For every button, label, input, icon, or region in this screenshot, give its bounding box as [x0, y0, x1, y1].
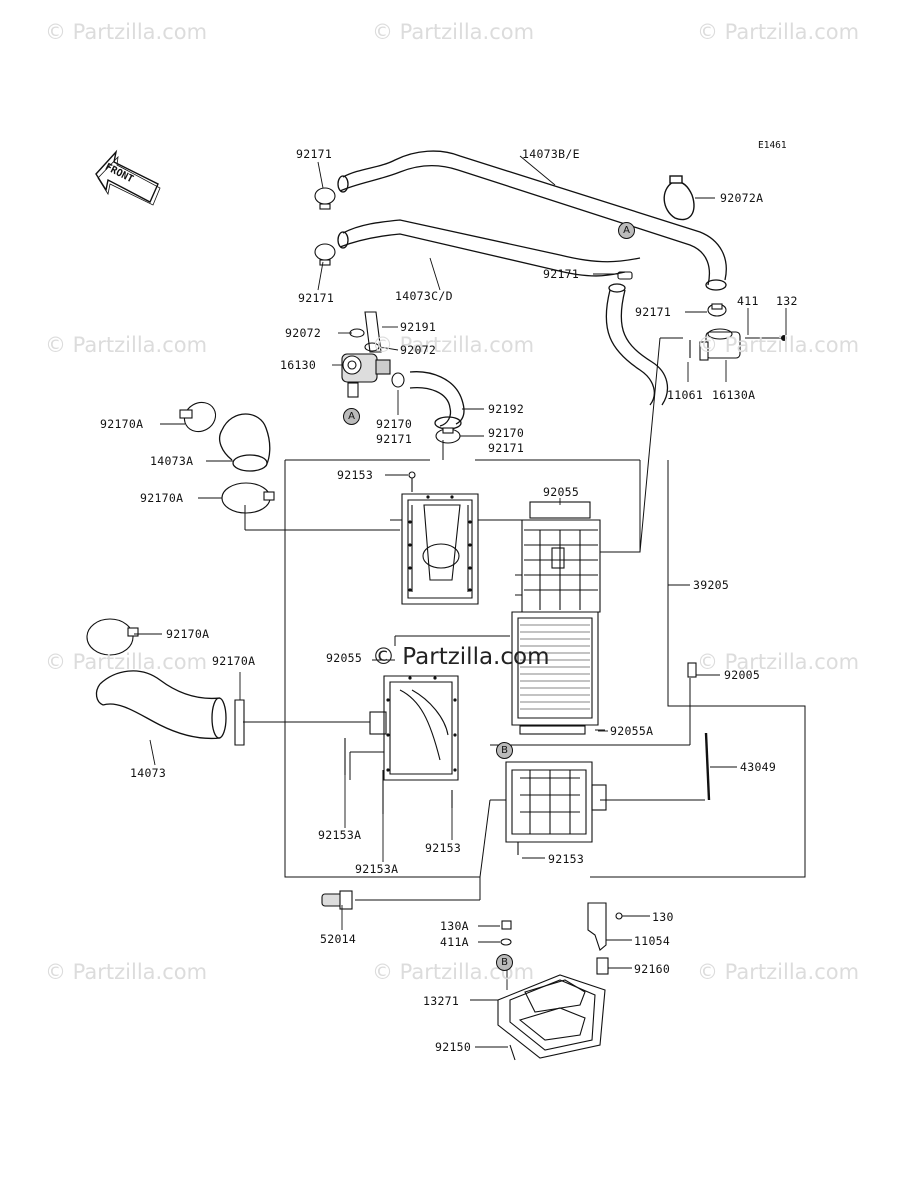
- callout-b-mid: B: [496, 742, 513, 759]
- clamp-92170: [435, 427, 461, 444]
- spacer-92160: [596, 957, 609, 975]
- watermark: © Partzilla.com: [697, 650, 860, 674]
- watermark: © Partzilla.com: [45, 20, 208, 44]
- valve-16130: [341, 311, 405, 398]
- part-label[interactable]: 92170A: [212, 654, 256, 668]
- part-label[interactable]: 13271: [423, 994, 460, 1008]
- part-label[interactable]: 92005: [724, 668, 761, 682]
- part-label[interactable]: 92160: [634, 962, 671, 976]
- part-label[interactable]: 14073B/E: [522, 147, 580, 161]
- rod-43049: [704, 732, 711, 801]
- plenum-lower: [344, 675, 459, 814]
- part-label[interactable]: 52014: [320, 932, 357, 946]
- part-label[interactable]: 92192: [488, 402, 525, 416]
- part-label[interactable]: 92072A: [720, 191, 764, 205]
- clamp-92170a-2: [221, 482, 275, 514]
- part-label[interactable]: 92153: [425, 841, 462, 855]
- part-label[interactable]: 92055A: [610, 724, 654, 738]
- fitting-92005: [687, 662, 697, 678]
- clamp-92171-small: [617, 271, 633, 280]
- part-label[interactable]: 92171: [296, 147, 333, 161]
- clamp-92170a-1: [179, 401, 217, 433]
- part-label[interactable]: 92191: [400, 320, 437, 334]
- part-label[interactable]: 11054: [634, 934, 671, 948]
- bolt-130a: [500, 920, 512, 946]
- clamp-92171-mid: [314, 243, 336, 266]
- part-label[interactable]: 92153: [548, 852, 585, 866]
- callout-a-left: A: [343, 408, 360, 425]
- part-label[interactable]: 92171: [488, 441, 525, 455]
- part-label[interactable]: 92150: [435, 1040, 472, 1054]
- watermark: © Partzilla.com: [697, 960, 860, 984]
- watermark: © Partzilla.com: [697, 333, 860, 357]
- diagram-code: E1461: [758, 140, 787, 151]
- bracket-13271: [497, 974, 606, 1061]
- gasket-92170a: [234, 699, 245, 746]
- part-label[interactable]: 411: [737, 294, 759, 308]
- watermark-center: © Partzilla.com: [372, 644, 550, 670]
- part-label[interactable]: 11061: [667, 388, 704, 402]
- part-label[interactable]: 92171: [298, 291, 335, 305]
- clamp-92170a-3: [86, 618, 139, 656]
- clamp-92171-right: [707, 303, 727, 317]
- intercooler-core: [511, 611, 599, 735]
- part-label[interactable]: 92171: [635, 305, 672, 319]
- part-label[interactable]: 16130A: [712, 388, 756, 402]
- watermark: © Partzilla.com: [372, 333, 535, 357]
- part-label[interactable]: 92171: [376, 432, 413, 446]
- watermark: © Partzilla.com: [45, 650, 208, 674]
- part-label[interactable]: 92055: [326, 651, 363, 665]
- leader-lines: [134, 155, 787, 1048]
- sensor-52014: [321, 890, 353, 910]
- callout-a-top: A: [618, 222, 635, 239]
- part-label[interactable]: 43049: [740, 760, 777, 774]
- hose-14073: [95, 670, 227, 740]
- part-label[interactable]: 92170: [376, 417, 413, 431]
- clamp-92171-top: [314, 187, 336, 210]
- part-label[interactable]: 92170A: [166, 627, 210, 641]
- part-label[interactable]: 130A: [440, 919, 469, 933]
- callout-b-bottom: B: [496, 954, 513, 971]
- part-label[interactable]: 92072: [285, 326, 322, 340]
- front-arrow-icon: [95, 149, 161, 206]
- part-label[interactable]: 14073: [130, 766, 167, 780]
- part-label[interactable]: 14073C/D: [395, 289, 453, 303]
- part-label[interactable]: 92153: [337, 468, 374, 482]
- elbow-14073a: [218, 413, 271, 472]
- part-label[interactable]: 92171: [543, 267, 580, 281]
- part-label[interactable]: 14073A: [150, 454, 194, 468]
- part-label[interactable]: 92153A: [355, 862, 399, 876]
- part-label[interactable]: 16130: [280, 358, 317, 372]
- intercooler-upper: [515, 501, 601, 613]
- plenum-top: [401, 471, 479, 605]
- watermark: © Partzilla.com: [372, 20, 535, 44]
- watermark: © Partzilla.com: [45, 960, 208, 984]
- watermark: © Partzilla.com: [45, 333, 208, 357]
- part-label[interactable]: 132: [776, 294, 798, 308]
- hose-14073cd: [337, 219, 669, 406]
- valve-16130a: [689, 328, 788, 361]
- watermark: © Partzilla.com: [697, 20, 860, 44]
- part-label[interactable]: 92170A: [100, 417, 144, 431]
- part-label[interactable]: 92170: [488, 426, 525, 440]
- intercooler-base: [505, 761, 607, 855]
- part-label[interactable]: 39205: [693, 578, 730, 592]
- clamp-92072a: [663, 175, 695, 221]
- part-label[interactable]: 411A: [440, 935, 469, 949]
- part-label[interactable]: 92153A: [318, 828, 362, 842]
- bracket-11054: [587, 902, 623, 951]
- part-label[interactable]: 92072: [400, 343, 437, 357]
- part-label[interactable]: 130: [652, 910, 674, 924]
- part-label[interactable]: 92170A: [140, 491, 184, 505]
- part-label[interactable]: 92055: [543, 485, 580, 499]
- hose-14073be: [337, 150, 727, 291]
- hose-92192: [409, 371, 465, 430]
